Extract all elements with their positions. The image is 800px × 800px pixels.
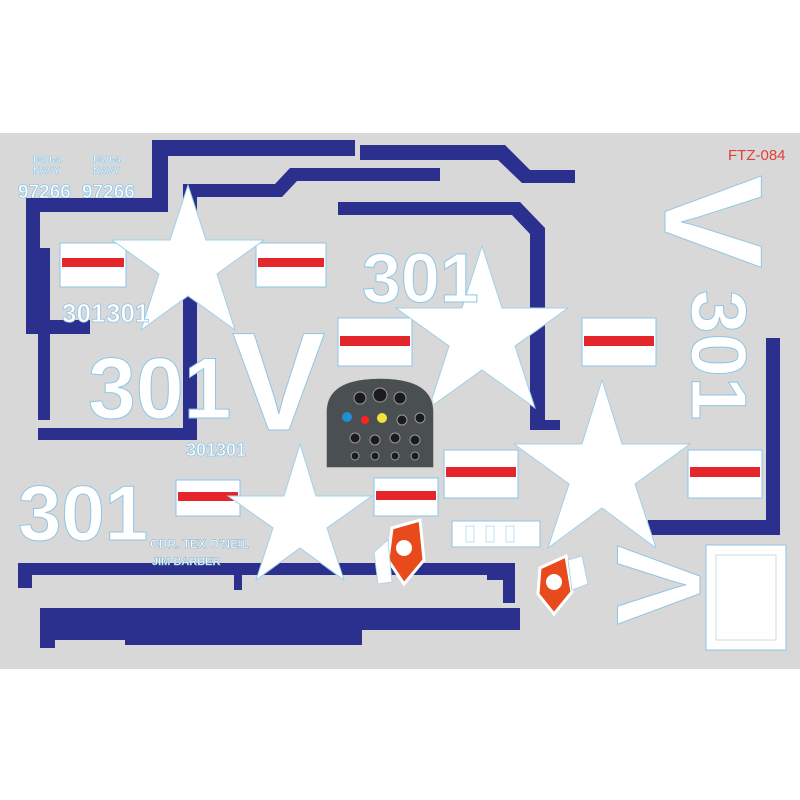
star-insignias: [110, 183, 692, 582]
side-number-small: 301: [216, 440, 246, 460]
side-number-large: 301: [88, 341, 232, 437]
product-code: FTZ-084: [728, 147, 786, 164]
side-number-small: 301: [186, 440, 216, 460]
navy-label-right: F4U-4 NAVY 97266: [82, 155, 136, 204]
insignia-bars: [59, 242, 763, 517]
instrument-panel-icon: [325, 377, 435, 469]
navy-strip-bottom-2: [40, 608, 520, 648]
tail-letter-v-rotated-2: V: [592, 545, 726, 625]
side-number-rotated: 301: [675, 290, 763, 420]
small-stripes: [451, 520, 541, 548]
side-number-large: 301: [362, 239, 479, 317]
side-numbers: 301 301 301 301 301 301 301 301: [18, 239, 764, 558]
tail-letter-v: V: [232, 303, 325, 460]
side-number-large: 301: [18, 469, 148, 557]
star-insignia-icon: [512, 378, 692, 550]
serial-number-right: 97266: [82, 182, 135, 203]
star-insignia-icon: [226, 442, 374, 582]
navy-label-left: F4U-4 NAVY 97266: [18, 155, 72, 204]
side-number-small: 301: [106, 298, 149, 328]
navy-stripe-right: [648, 338, 780, 535]
navy-stripe-top: [360, 145, 575, 183]
badge-label: [373, 539, 589, 591]
tail-letters: V V V: [232, 175, 793, 626]
svg-text:F4U-4: F4U-4: [93, 155, 121, 166]
svg-text:NAVY: NAVY: [93, 166, 120, 177]
svg-text:NAVY: NAVY: [33, 166, 60, 177]
crew-name: JIM BARBER: [152, 556, 221, 568]
star-insignia-icon: [394, 244, 570, 410]
navy-stripe-center: [338, 202, 560, 430]
side-number-small: 301: [62, 298, 105, 328]
tail-letter-v-rotated: V: [635, 175, 792, 268]
serial-number-left: 97266: [18, 182, 71, 203]
svg-text:F4U-4: F4U-4: [33, 155, 61, 166]
star-insignia-icon: [110, 183, 266, 332]
pilot-name: CDR. TEX O'NEIL: [150, 537, 249, 551]
squadron-badge-icon: [536, 553, 574, 617]
white-decal-strip: [705, 544, 787, 651]
navy-stripe-vertical: [38, 248, 50, 420]
